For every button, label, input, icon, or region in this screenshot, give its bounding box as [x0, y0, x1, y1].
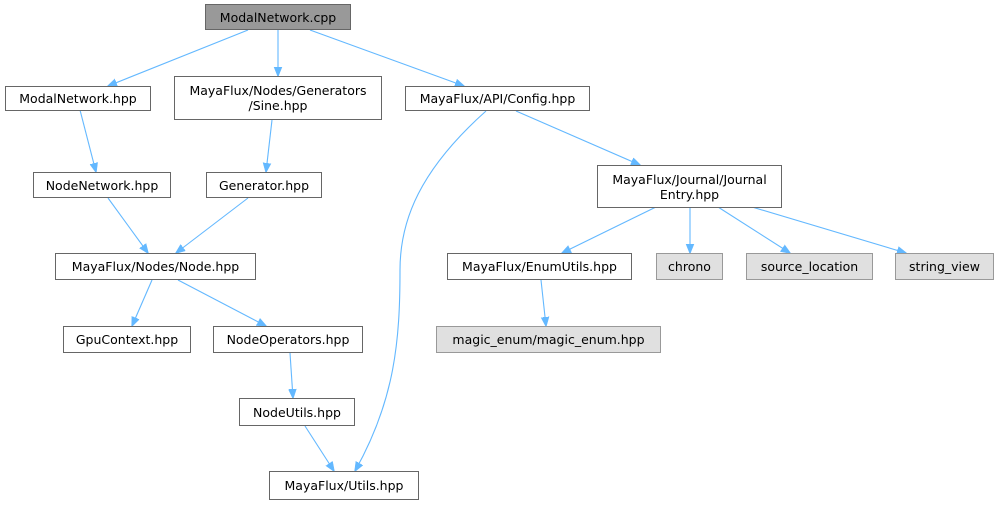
edge-journalentryhpp-stringview	[751, 206, 906, 253]
edge-modalnetworkcpp-modalnetworkhpp	[108, 29, 249, 86]
node-source-location[interactable]: source_location	[746, 253, 873, 280]
node-gpucontext-hpp[interactable]: GpuContext.hpp	[63, 326, 191, 353]
node-label: chrono	[668, 259, 711, 274]
node-node-hpp[interactable]: MayaFlux/Nodes/Node.hpp	[55, 253, 256, 280]
edge-sinehpp-generatorhpp	[266, 119, 273, 172]
node-label: ModalNetwork.cpp	[219, 9, 337, 25]
node-label: magic_enum/magic_enum.hpp	[452, 332, 645, 347]
node-modalnetwork-hpp[interactable]: ModalNetwork.hpp	[5, 86, 151, 111]
node-config-hpp[interactable]: MayaFlux/API/Config.hpp	[405, 86, 590, 111]
edge-generatorhpp-nodehpp	[176, 197, 249, 253]
node-chrono[interactable]: chrono	[656, 253, 723, 280]
edge-confighpp-utilshpp	[355, 110, 487, 471]
node-sine-hpp[interactable]: MayaFlux/Nodes/Generators /Sine.hpp	[174, 76, 382, 120]
node-magic-enum-hpp[interactable]: magic_enum/magic_enum.hpp	[436, 326, 661, 353]
node-label: source_location	[760, 259, 859, 274]
edge-journalentryhpp-enumutilshpp	[562, 206, 657, 253]
node-label: MayaFlux/Journal/Journal Entry.hpp	[612, 171, 767, 202]
edge-nodehpp-gpucontexthpp	[132, 279, 153, 326]
edge-modalnetworkcpp-confighpp	[309, 29, 464, 86]
edge-enumutilshpp-magicenumhpp	[540, 279, 546, 326]
node-string-view[interactable]: string_view	[895, 253, 994, 280]
node-label: MayaFlux/EnumUtils.hpp	[462, 259, 617, 274]
node-label: ModalNetwork.hpp	[19, 91, 137, 106]
node-utils-hpp[interactable]: MayaFlux/Utils.hpp	[269, 471, 419, 500]
node-label: MayaFlux/Nodes/Generators /Sine.hpp	[189, 83, 367, 113]
edge-modalnetworkhpp-nodenetworkhpp	[79, 109, 96, 172]
edge-nodehpp-nodeoperatorshpp	[177, 279, 266, 326]
edge-nodeoperatorshpp-nodeutilshpp	[290, 352, 293, 398]
node-label: GpuContext.hpp	[75, 332, 179, 347]
edge-nodenetworkhpp-nodehpp	[107, 197, 148, 253]
node-label: MayaFlux/Utils.hpp	[284, 478, 404, 493]
node-nodenetwork-hpp[interactable]: NodeNetwork.hpp	[33, 172, 171, 198]
node-enumutils-hpp[interactable]: MayaFlux/EnumUtils.hpp	[447, 253, 632, 280]
node-label: NodeUtils.hpp	[253, 404, 341, 420]
node-nodeutils-hpp[interactable]: NodeUtils.hpp	[239, 398, 355, 426]
node-label: MayaFlux/API/Config.hpp	[419, 91, 576, 106]
node-nodeoperators-hpp[interactable]: NodeOperators.hpp	[213, 326, 363, 353]
edge-nodeutilshpp-utilshpp	[304, 425, 334, 471]
edge-journalentryhpp-sourcelocation	[717, 206, 790, 253]
node-label: NodeNetwork.hpp	[45, 177, 159, 193]
node-generator-hpp[interactable]: Generator.hpp	[206, 172, 322, 198]
node-modalnetwork-cpp[interactable]: ModalNetwork.cpp	[205, 4, 351, 30]
node-label: MayaFlux/Nodes/Node.hpp	[71, 259, 240, 274]
node-label: NodeOperators.hpp	[226, 332, 350, 347]
edge-confighpp-journalentryhpp	[515, 110, 640, 165]
node-journal-entry-hpp[interactable]: MayaFlux/Journal/Journal Entry.hpp	[597, 165, 782, 208]
node-label: string_view	[909, 259, 980, 274]
node-label: Generator.hpp	[218, 177, 310, 193]
